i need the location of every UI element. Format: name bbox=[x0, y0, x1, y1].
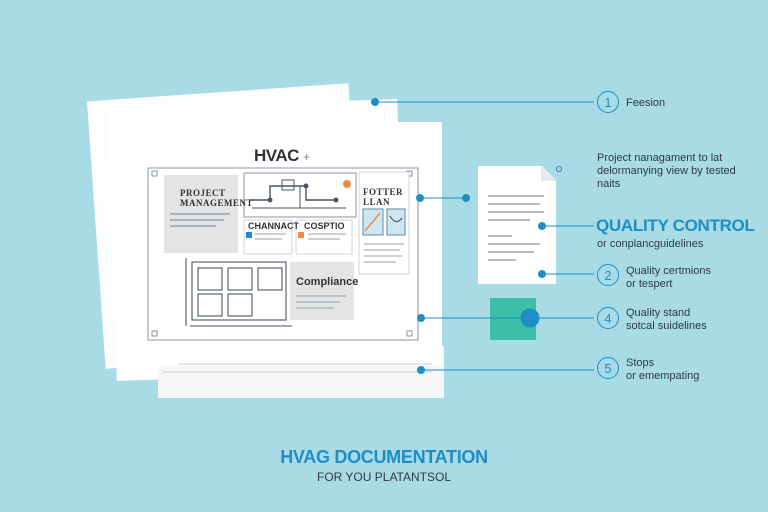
option-panel bbox=[295, 219, 353, 255]
fan-unit bbox=[281, 179, 295, 191]
panel-label-line: FOTTER bbox=[363, 187, 404, 197]
callout-text-project: Project nanagament to lat delormanying v… bbox=[597, 152, 736, 191]
blue-chip bbox=[246, 232, 252, 238]
floor-plan bbox=[185, 258, 292, 327]
callout-line: delormanying view by tested bbox=[597, 165, 736, 177]
orange-indicator bbox=[343, 180, 351, 188]
duct-path bbox=[252, 186, 346, 209]
callout-line: Quality stand bbox=[626, 307, 691, 319]
callout-text-2: Quality certmions or tespert bbox=[626, 265, 711, 291]
callout-line: or tespert bbox=[626, 278, 673, 290]
panel-label-line: LLAN bbox=[363, 197, 391, 207]
duct-path bbox=[250, 185, 336, 201]
footer-subtitle: FOR YOU PLATANTSOL bbox=[316, 470, 452, 484]
blueprint-frame bbox=[147, 167, 419, 341]
callout-line: or emempating bbox=[626, 370, 700, 382]
channel-panel-label: CHANNACT bbox=[248, 221, 299, 231]
right-panel-label: FOTTER LLAN bbox=[363, 187, 403, 207]
document-icon bbox=[478, 166, 556, 284]
duct-node bbox=[333, 197, 339, 203]
project-management-label: PROJECT MANAGEMENT bbox=[180, 188, 253, 208]
callout-number-1: 1 bbox=[597, 91, 619, 113]
thumbnail-sketch bbox=[364, 212, 381, 232]
callout-line: Quality certmions bbox=[626, 265, 711, 277]
quality-control-subtitle: or conplancguidelines bbox=[597, 238, 704, 250]
corner-mark bbox=[406, 330, 413, 337]
callout-text-4: Quality stand sotcal suidelines bbox=[626, 307, 707, 333]
callout-line: Feesion bbox=[626, 97, 666, 109]
orange-chip bbox=[298, 232, 304, 238]
panel-label-line: PROJECT bbox=[180, 188, 226, 198]
option-panel-label: COSPTIO bbox=[304, 221, 345, 231]
duct-diagram bbox=[243, 172, 357, 218]
thumbnail-sketch bbox=[389, 215, 403, 223]
callout-line: Project nanagament to lat bbox=[597, 152, 723, 164]
document-title: HVAC + bbox=[254, 146, 310, 166]
compliance-panel bbox=[290, 262, 354, 320]
connector-lines bbox=[371, 98, 594, 374]
duct-node bbox=[303, 183, 309, 189]
quality-control-title: QUALITY CONTROL bbox=[596, 216, 755, 235]
footer-title: HVAG DOCUMENTATION bbox=[280, 447, 488, 467]
callout-number-2: 2 bbox=[597, 264, 619, 286]
corner-mark bbox=[151, 330, 158, 337]
panel-label-line: MANAGEMENT bbox=[180, 198, 253, 208]
callout-line: sotcal suidelines bbox=[626, 320, 707, 332]
callout-line: Stops bbox=[626, 357, 655, 369]
compliance-label: Compliance bbox=[296, 276, 359, 288]
callout-number-4: 4 bbox=[597, 307, 619, 329]
corner-mark bbox=[151, 170, 158, 177]
callout-text-5: Stops or emempating bbox=[626, 357, 699, 383]
callout-line: naits bbox=[597, 178, 621, 190]
duct-node bbox=[267, 197, 273, 203]
channel-panel bbox=[243, 219, 293, 255]
document-title-mark: + bbox=[303, 150, 310, 164]
callout-number-5: 5 bbox=[597, 357, 619, 379]
callout-text-1: Feesion bbox=[626, 97, 665, 109]
document-title-text: HVAC bbox=[254, 146, 299, 165]
